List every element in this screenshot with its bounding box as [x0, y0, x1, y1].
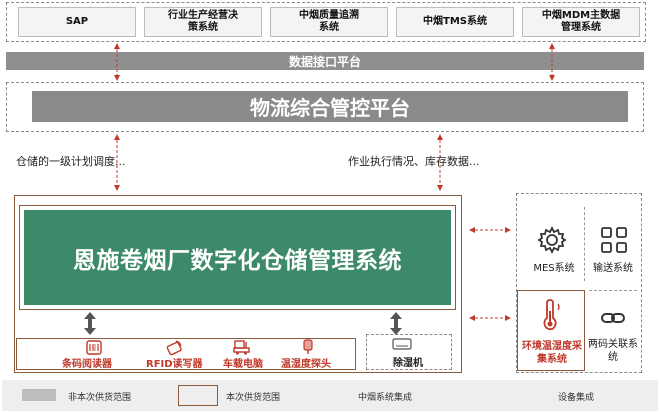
link-icon: [601, 313, 625, 323]
vehicle-computer-icon: [233, 340, 250, 355]
right-divider-h: [589, 290, 637, 291]
grid-icon: [601, 227, 627, 253]
two-code-link-label: 两码关联系统: [588, 339, 638, 363]
right-flow-text: 作业执行情况、库存数据...: [348, 155, 480, 168]
gear-icon: [537, 225, 567, 255]
legend-tobacco-integration: 中烟系统集成: [358, 393, 413, 403]
tms-system: 中烟TMS系统: [396, 7, 514, 37]
main-warehouse-system-frame: 恩施卷烟厂数字化仓储管理系统: [19, 205, 456, 310]
industry-decision-system: 行业生产经营决策系统: [144, 7, 262, 37]
dehumidifier-icon: [392, 338, 412, 350]
legend-not-in-scope: 非本次供货范围: [68, 393, 132, 403]
device-row: [16, 338, 356, 370]
device-arrow-right: [390, 312, 402, 335]
external-systems-group: [6, 2, 646, 42]
legend-bar: [2, 380, 658, 411]
dehumidifier-label: 除湿机: [393, 358, 423, 369]
main-warehouse-system: 恩施卷烟厂数字化仓储管理系统: [24, 210, 451, 305]
right-divider-v: [584, 207, 585, 281]
temperature-humidity-probe-label: 温湿度探头: [281, 359, 331, 370]
sap-system: SAP: [18, 7, 136, 37]
thermometer-icon: [543, 299, 560, 331]
data-interface-platform: 数据接口平台: [6, 52, 644, 70]
logistics-control-platform: 物流综合管控平台: [32, 91, 628, 122]
in-scope-container: [14, 195, 462, 373]
legend-brown-swatch: [178, 385, 218, 406]
legend-device-integration: 设备集成: [558, 393, 595, 403]
mes-system-label: MES系统: [533, 263, 575, 274]
legend-in-scope: 本次供货范围: [226, 393, 281, 403]
legend-gray-swatch: [22, 389, 56, 401]
barcode-reader-label: 条码阅读器: [62, 359, 112, 370]
left-flow-text: 仓储的一级计划调度...: [16, 155, 126, 168]
dehumidifier-box: [366, 334, 452, 370]
env-monitoring-label: 环境温湿度采集系统: [522, 341, 582, 365]
quality-trace-system: 中烟质量追溯系统: [270, 7, 388, 37]
conveyor-system-label: 输送系统: [593, 263, 633, 274]
mdm-system: 中烟MDM主数据管理系统: [522, 7, 640, 37]
peripheral-systems-group: [516, 193, 642, 373]
device-arrow-left: [84, 312, 96, 335]
vehicle-computer-label: 车载电脑: [223, 359, 263, 370]
rfid-reader-label: RFID读写器: [146, 359, 203, 370]
logistics-platform-group: [6, 82, 644, 132]
rfid-reader-icon: [166, 340, 182, 356]
env-monitoring-system: [517, 290, 585, 371]
barcode-reader-icon: [86, 340, 102, 355]
temperature-humidity-probe-icon: [303, 339, 313, 354]
